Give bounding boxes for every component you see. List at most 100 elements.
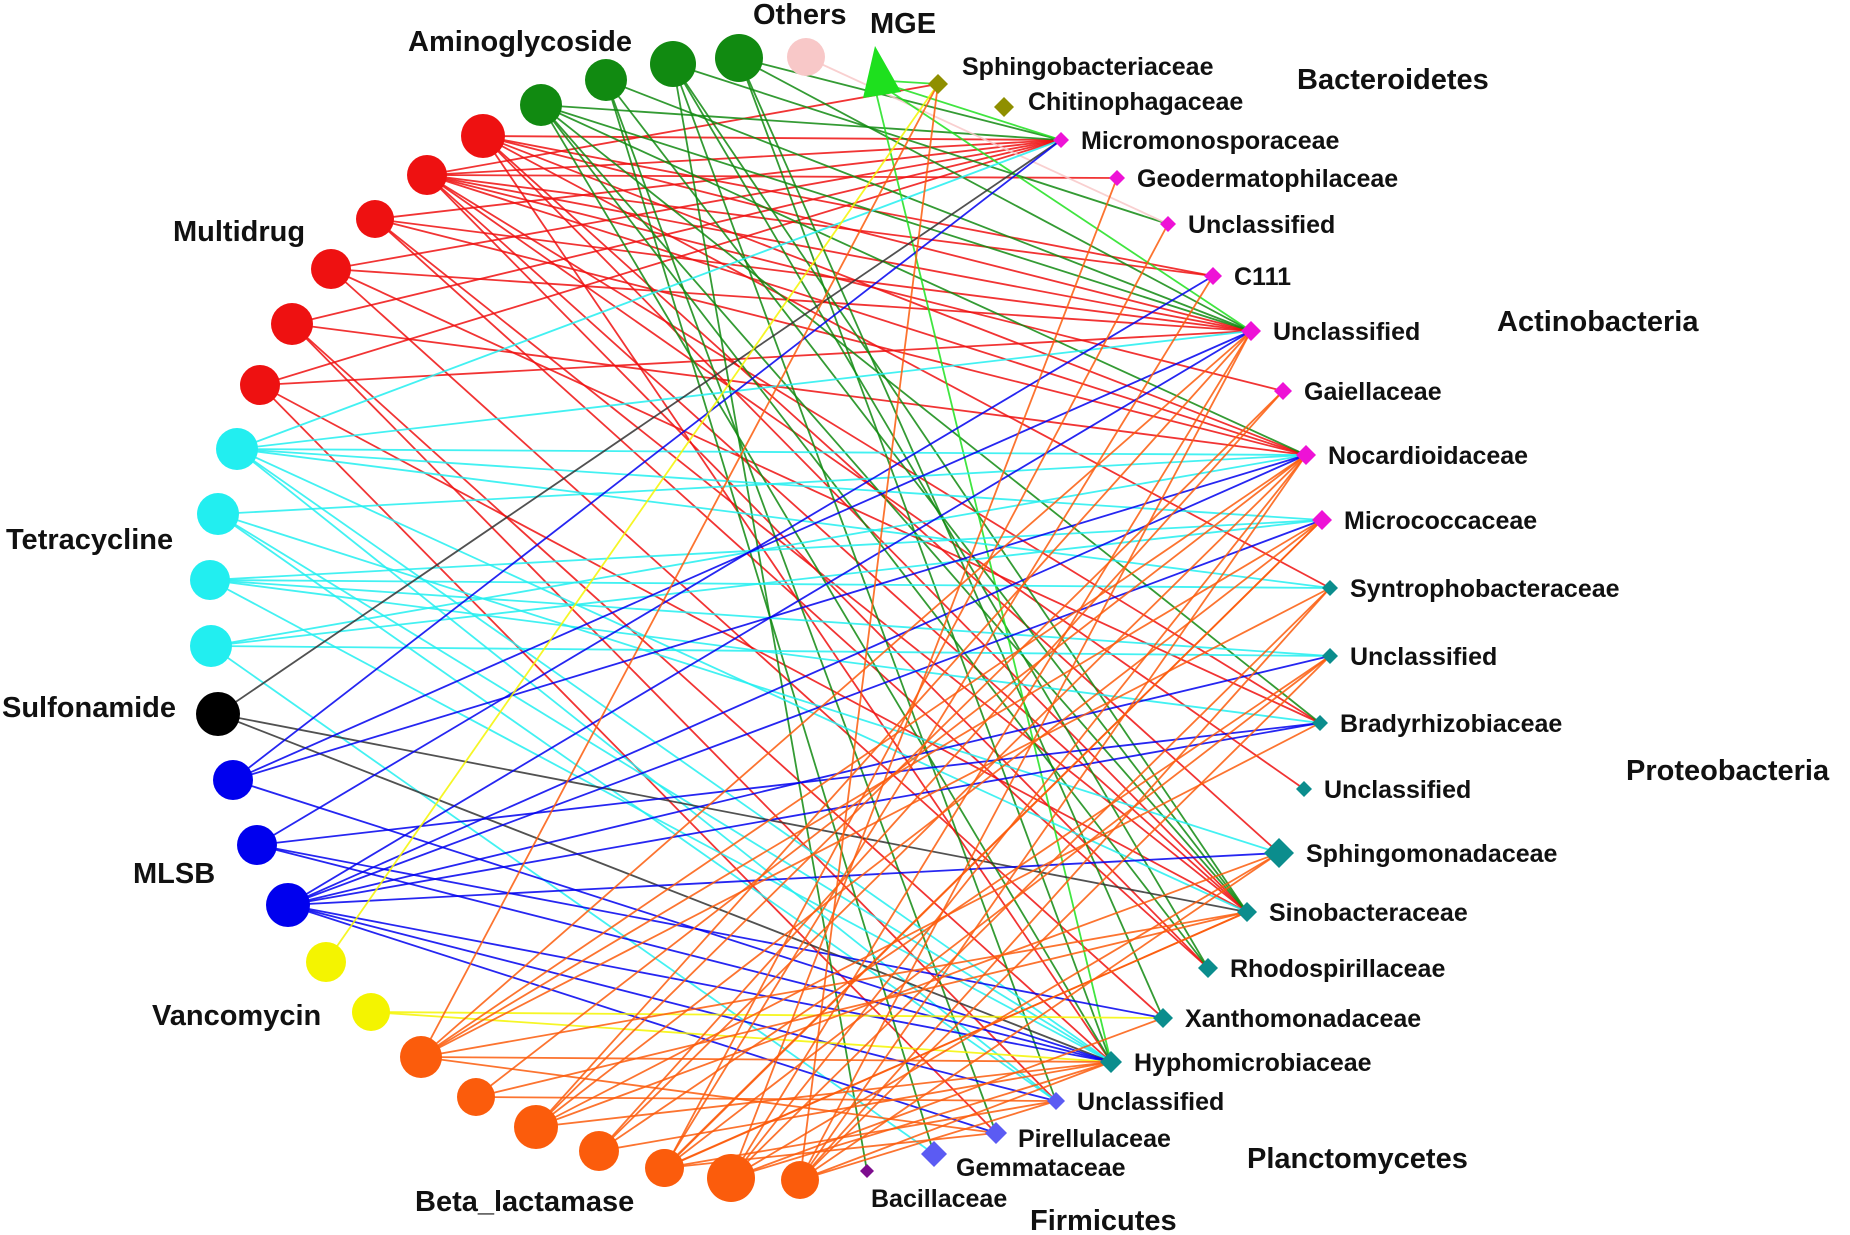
gene-node-bl6[interactable] bbox=[707, 1154, 755, 1202]
gene-node-ml1[interactable] bbox=[213, 760, 253, 800]
edge-mg4-xantho bbox=[330, 268, 1164, 1019]
edge-bl1-hyphom bbox=[420, 1056, 1112, 1063]
gene-node-ml3[interactable] bbox=[266, 883, 310, 927]
taxon-node-pirell[interactable] bbox=[985, 1122, 1007, 1144]
edge-ml1-hyphom bbox=[232, 779, 1112, 1063]
taxon-label-gaiell: Gaiellaceae bbox=[1304, 378, 1442, 406]
edge-mg3-nocard bbox=[374, 218, 1307, 456]
gene-node-te3[interactable] bbox=[190, 560, 230, 600]
taxon-node-bacill[interactable] bbox=[860, 1164, 874, 1178]
edge-bl6-nocard bbox=[730, 454, 1307, 1179]
edge-am4-hyphom bbox=[738, 57, 1112, 1063]
edge-bl5-c111 bbox=[663, 275, 1214, 1169]
taxon-node-unclPl[interactable] bbox=[1047, 1092, 1065, 1110]
taxon-node-unclA1[interactable] bbox=[1160, 216, 1176, 232]
gene-node-mg3[interactable] bbox=[356, 200, 394, 238]
edge-mg2-micromono bbox=[426, 139, 1062, 176]
edge-am2-pirell bbox=[605, 79, 997, 1134]
edge-bl8-syntroph bbox=[799, 587, 1331, 1181]
edge-mg5-hyphom bbox=[291, 323, 1112, 1063]
phylum-label-firmicutes: Firmicutes bbox=[1030, 1205, 1177, 1235]
edge-bl3-unclA2 bbox=[535, 330, 1252, 1128]
taxon-node-sphingob[interactable] bbox=[928, 74, 948, 94]
taxon-node-rhodosp[interactable] bbox=[1198, 958, 1218, 978]
gene-node-te1[interactable] bbox=[216, 428, 258, 470]
taxon-label-rhodosp: Rhodospirillaceae bbox=[1230, 955, 1445, 983]
taxon-node-gaiell[interactable] bbox=[1274, 382, 1292, 400]
gene-node-bl1[interactable] bbox=[400, 1036, 442, 1078]
gene-node-su1[interactable] bbox=[196, 692, 240, 736]
edge-bl6-syntroph bbox=[730, 587, 1331, 1179]
taxon-node-sinob[interactable] bbox=[1237, 902, 1257, 922]
edge-te1-unclA2 bbox=[236, 330, 1252, 450]
edge-am1-rhodosp bbox=[540, 104, 1209, 969]
gene-node-te2[interactable] bbox=[197, 493, 239, 535]
group-label-multidrug: Multidrug bbox=[173, 216, 305, 248]
mge-node[interactable] bbox=[863, 46, 901, 98]
taxon-node-chitino[interactable] bbox=[994, 97, 1014, 117]
edge-mg4-micromono bbox=[330, 139, 1062, 270]
edge-mg2-gaiell bbox=[426, 174, 1284, 392]
edge-mg3-unclA2 bbox=[374, 218, 1252, 332]
taxon-node-micromono[interactable] bbox=[1053, 132, 1069, 148]
gene-node-mg6[interactable] bbox=[240, 365, 280, 405]
edge-ml3-microc bbox=[287, 519, 1323, 906]
taxon-label-sphingob: Sphingobacteriaceae bbox=[962, 53, 1214, 81]
edge-ml3-unclP1 bbox=[287, 655, 1331, 906]
gene-node-bl7[interactable] bbox=[646, 1149, 684, 1187]
gene-node-am3[interactable] bbox=[650, 41, 696, 87]
gene-node-bl4[interactable] bbox=[579, 1131, 619, 1171]
taxon-node-unclA2[interactable] bbox=[1241, 321, 1261, 341]
taxon-node-unclP2[interactable] bbox=[1296, 781, 1312, 797]
taxon-label-syntroph: Syntrophobacteraceae bbox=[1350, 575, 1620, 603]
edge-su1-hyphom bbox=[217, 713, 1112, 1063]
gene-node-va1[interactable] bbox=[306, 942, 346, 982]
network-nodes bbox=[190, 34, 1338, 1202]
group-label-aminoglycoside: Aminoglycoside bbox=[408, 26, 632, 58]
edge-su1-sinob bbox=[217, 713, 1248, 913]
edge-bl3-sphingom bbox=[535, 852, 1280, 1128]
edge-mg2-unclA2 bbox=[426, 174, 1252, 332]
taxon-node-xantho[interactable] bbox=[1153, 1008, 1173, 1028]
edge-bl7-microc bbox=[664, 519, 1323, 1169]
network-edges bbox=[209, 56, 1331, 1181]
taxon-node-nocard[interactable] bbox=[1296, 445, 1316, 465]
phylum-label-proteobacteria: Proteobacteria bbox=[1626, 755, 1830, 787]
taxon-node-gemmat[interactable] bbox=[921, 1141, 947, 1167]
edge-mg3-rhodosp bbox=[374, 218, 1209, 969]
taxon-node-sphingom[interactable] bbox=[1264, 838, 1294, 868]
taxon-node-bradyrh[interactable] bbox=[1312, 715, 1328, 731]
edge-mge1-hyphom bbox=[872, 79, 1112, 1063]
edge-am3-unclPl bbox=[672, 63, 1057, 1102]
edge-bl7-unclP1 bbox=[664, 655, 1331, 1169]
taxon-node-geoderm[interactable] bbox=[1109, 170, 1125, 186]
gene-node-te4[interactable] bbox=[190, 625, 232, 667]
edge-ml2-bradyrh bbox=[256, 722, 1321, 846]
gene-node-mg5[interactable] bbox=[271, 303, 313, 345]
edge-mg5-micromono bbox=[291, 139, 1062, 325]
edge-ml3-bradyrh bbox=[287, 722, 1321, 906]
edge-va2-xantho bbox=[370, 1011, 1164, 1019]
gene-node-bl3[interactable] bbox=[514, 1105, 558, 1149]
taxon-node-microc[interactable] bbox=[1312, 510, 1332, 530]
gene-node-am2[interactable] bbox=[585, 59, 627, 101]
gene-node-va2[interactable] bbox=[352, 993, 390, 1031]
gene-node-mg4[interactable] bbox=[311, 249, 351, 289]
gene-node-ot1[interactable] bbox=[787, 38, 825, 76]
gene-node-mg2[interactable] bbox=[407, 155, 447, 195]
gene-node-ml2[interactable] bbox=[237, 825, 277, 865]
gene-node-am1[interactable] bbox=[520, 84, 562, 126]
gene-node-bl2[interactable] bbox=[457, 1078, 495, 1116]
edge-mg2-bradyrh bbox=[426, 174, 1321, 724]
taxon-node-hyphom[interactable] bbox=[1100, 1051, 1122, 1073]
gene-node-am4[interactable] bbox=[715, 34, 763, 82]
edge-bl3-bradyrh bbox=[535, 722, 1321, 1128]
taxon-node-syntroph[interactable] bbox=[1322, 580, 1338, 596]
gene-node-bl8[interactable] bbox=[781, 1161, 819, 1199]
taxon-label-micromono: Micromonosporaceae bbox=[1081, 127, 1340, 155]
taxon-node-c111[interactable] bbox=[1204, 267, 1222, 285]
gene-node-mg1[interactable] bbox=[461, 114, 505, 158]
taxon-node-unclP1[interactable] bbox=[1322, 648, 1338, 664]
edge-mg2-nocard bbox=[426, 174, 1307, 456]
